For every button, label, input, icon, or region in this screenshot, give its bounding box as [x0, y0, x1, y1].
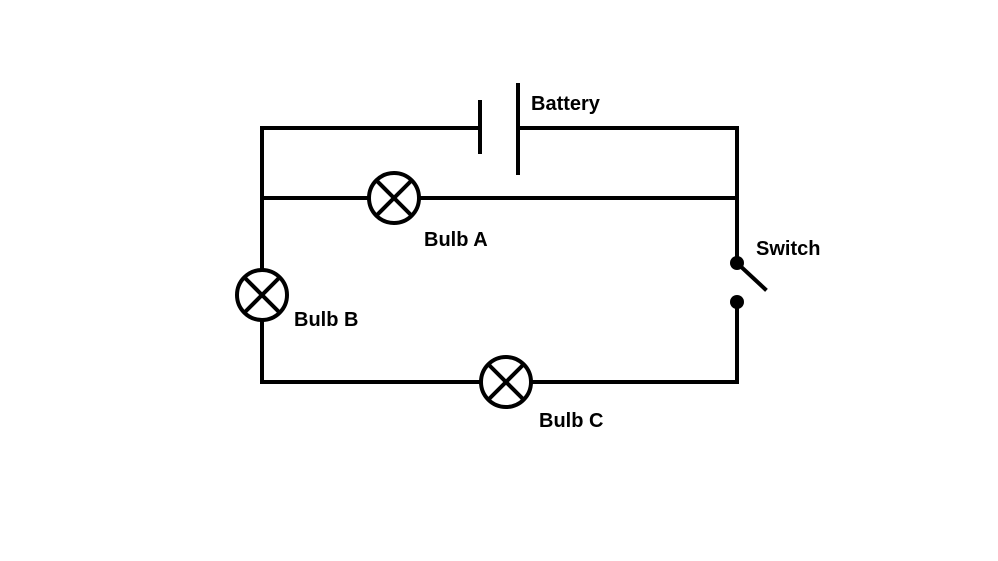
bulb-a-symbol [367, 171, 421, 225]
bulb-b-cross-2 [242, 275, 282, 315]
switch-lever [734, 260, 768, 292]
bulb-a-cross-2 [374, 178, 414, 218]
bulb-c-cross-2 [486, 362, 526, 402]
bulb-a-label: Bulb A [424, 229, 488, 251]
bulb-b-symbol [235, 268, 289, 322]
bulb-c-label: Bulb C [539, 410, 603, 432]
circuit-wires [260, 126, 739, 384]
battery-symbol [478, 83, 520, 175]
switch-symbol [730, 256, 768, 309]
battery-label: Battery [531, 93, 601, 115]
switch-label: Switch [756, 238, 820, 260]
bulb-c-symbol [479, 355, 533, 409]
switch-terminal-bottom [730, 295, 744, 309]
bulb-b-label: Bulb B [294, 309, 358, 331]
